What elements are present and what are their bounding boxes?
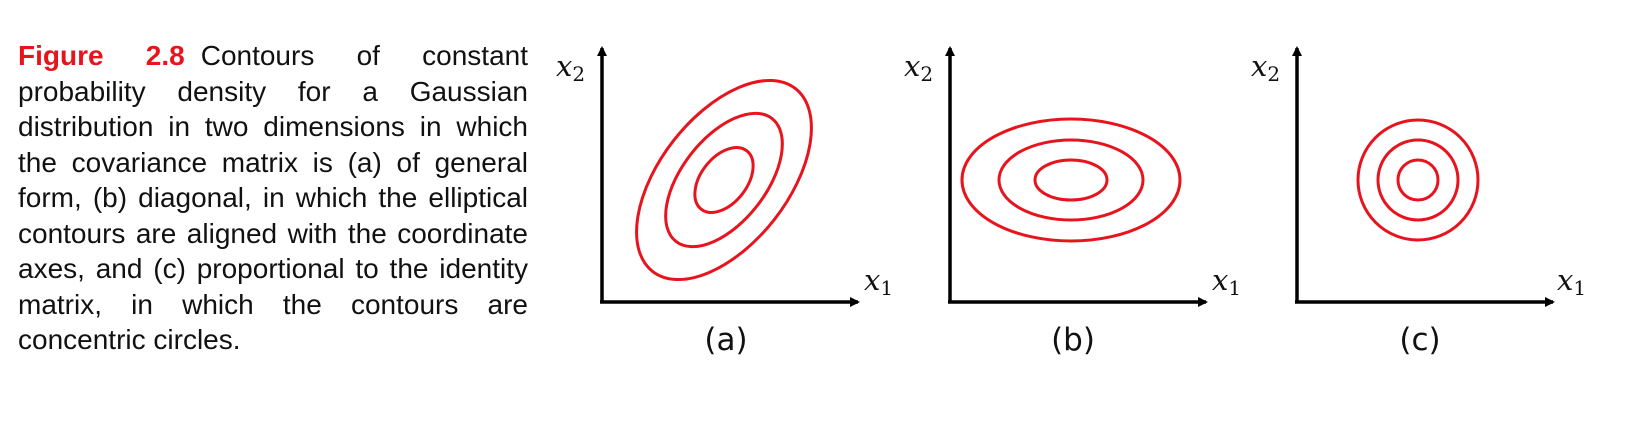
panel-c: x2 x1 (c) <box>1251 46 1586 358</box>
panel-a-contour-outer <box>635 78 813 282</box>
panel-c-contour-middle <box>1376 138 1460 222</box>
figure-label: Figure 2.8 <box>18 40 185 71</box>
panel-a-x-axis-label: x1 <box>864 263 893 300</box>
panel-c-x-axis-label: x1 <box>1557 263 1586 300</box>
panel-b-x-axis-label: x1 <box>1212 263 1241 300</box>
caption-text: Contours of constant probability density… <box>18 40 528 355</box>
panel-b-y-axis-label: x2 <box>904 49 933 86</box>
panel-c-contours <box>1356 118 1480 242</box>
panel-b-contour-middle <box>997 138 1145 222</box>
panel-c-contour-inner <box>1396 158 1440 202</box>
panel-a-contour-middle <box>664 111 784 249</box>
panel-a-contours <box>635 78 813 282</box>
panel-c-y-axis-label: x2 <box>1251 49 1280 86</box>
panel-b-contour-inner <box>1033 158 1109 202</box>
panel-a-y-axis-label: x2 <box>556 49 585 86</box>
panel-b-label: (b) <box>1051 322 1095 358</box>
panel-b: x2 x1 (b) <box>904 46 1241 358</box>
panel-b-contours <box>960 117 1182 243</box>
panel-c-contour-outer <box>1356 118 1480 242</box>
panel-b-contour-outer <box>960 117 1182 243</box>
panel-a: x2 x1 (a) <box>556 46 893 358</box>
panel-c-label: (c) <box>1399 322 1440 358</box>
panel-a-label: (a) <box>704 322 747 358</box>
panel-a-contour-inner <box>693 146 755 214</box>
